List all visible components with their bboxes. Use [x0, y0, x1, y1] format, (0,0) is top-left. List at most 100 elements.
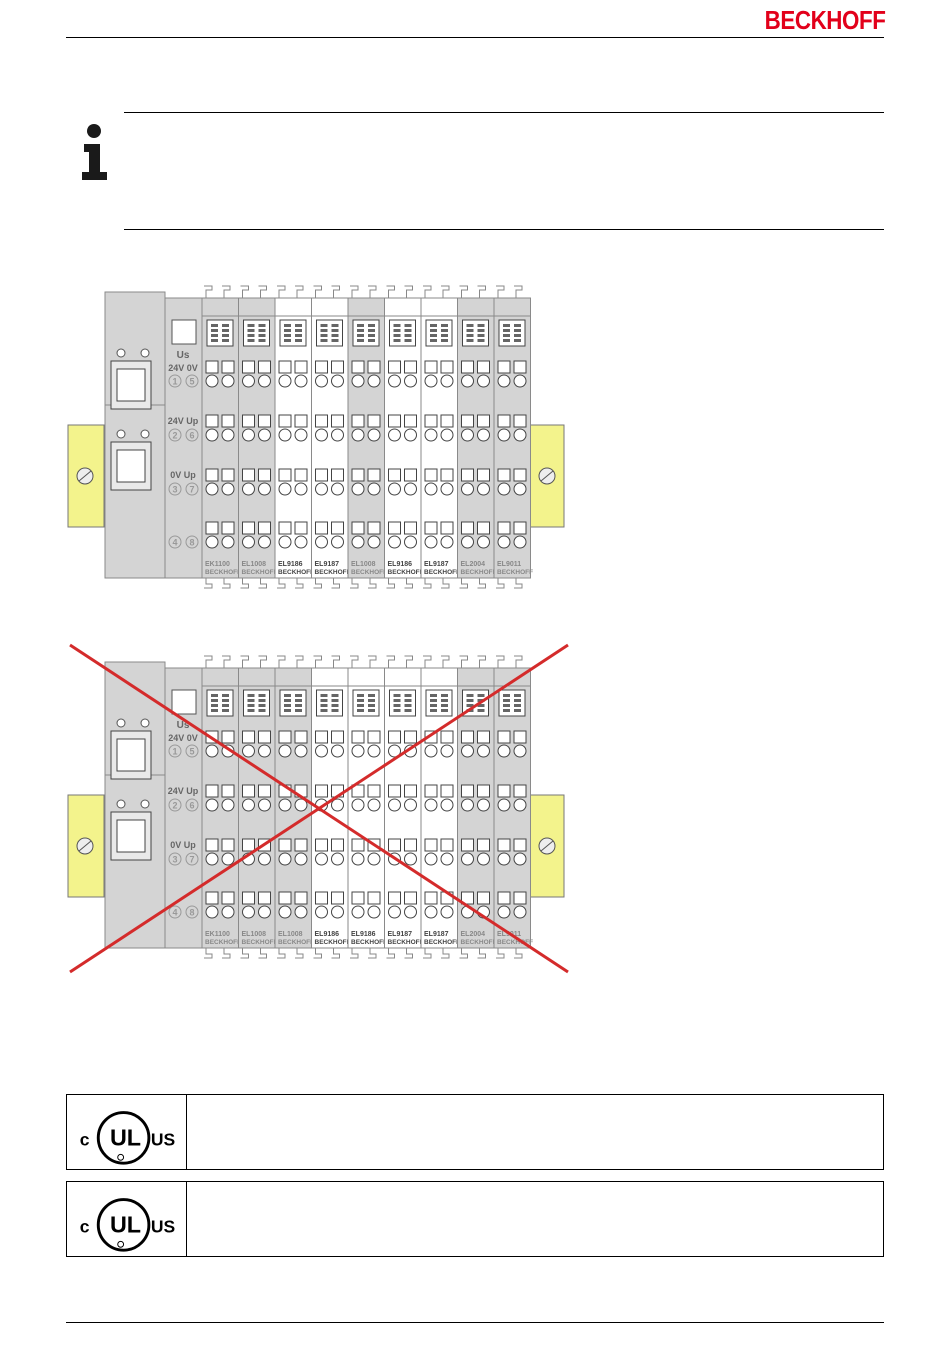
wire-entry	[331, 374, 344, 388]
terminal-number-circle	[185, 852, 199, 866]
terminal-number: 3	[172, 855, 177, 865]
module-led-block	[425, 689, 453, 717]
spring-release-slot	[424, 468, 438, 482]
module-led	[320, 334, 328, 337]
module-latch	[386, 285, 413, 298]
spring-release-slot	[242, 521, 255, 535]
spring-release-slot	[424, 414, 438, 428]
module-brand-label: BECKHOFF	[315, 569, 351, 576]
module-latch	[240, 655, 267, 668]
module-latch	[496, 655, 523, 668]
spring-release-slot	[404, 521, 417, 535]
terminal-number: 8	[189, 538, 194, 548]
wire-entry	[513, 535, 527, 549]
module-led	[331, 704, 339, 707]
module-led	[211, 339, 218, 342]
spring-release-slot	[315, 891, 328, 905]
module-led	[393, 334, 401, 337]
module-brand-label: BECKHOFF	[278, 939, 314, 946]
info-icon	[82, 124, 107, 180]
terminal-number-circle	[185, 798, 199, 812]
module-led	[441, 329, 448, 332]
spring-release-slot	[315, 730, 328, 744]
spring-release-slot	[294, 730, 308, 744]
module-led	[430, 334, 437, 337]
spring-release-slot	[497, 414, 511, 428]
spring-release-slot	[388, 784, 401, 798]
wire-entry	[424, 535, 438, 549]
spring-release-slot	[461, 521, 474, 535]
module-led	[295, 694, 302, 697]
module-brand-label: BECKHOFF	[242, 939, 278, 946]
module-brand-label: BECKHOFF	[388, 939, 424, 946]
brand-logo: BECKHOFF	[764, 5, 885, 35]
module-type-label: EL2004	[461, 931, 486, 938]
spring-release-slot	[258, 360, 271, 374]
wire-entry	[242, 744, 255, 758]
spring-release-slot	[294, 521, 308, 535]
module-latch	[313, 578, 340, 589]
module-led	[357, 334, 364, 337]
module-led	[514, 339, 521, 342]
wire-entry	[477, 798, 490, 812]
wire-entry	[351, 744, 365, 758]
spring-release-slot	[513, 784, 527, 798]
module-led	[368, 334, 375, 337]
module-latch	[350, 948, 377, 959]
spring-release-slot	[388, 521, 401, 535]
wire-entry	[205, 428, 219, 442]
module-led	[222, 334, 229, 337]
wire-entry	[424, 482, 438, 496]
terminal-number-circle	[185, 535, 199, 549]
approval-box-2: c UL US	[66, 1181, 884, 1257]
spring-release-slot	[367, 521, 381, 535]
module-led	[514, 699, 521, 702]
module-led	[430, 709, 437, 712]
module-led	[441, 694, 448, 697]
wire-entry	[205, 482, 219, 496]
module-type-label: EL1008	[242, 931, 267, 938]
wire-entry	[331, 482, 344, 496]
module-led	[514, 324, 521, 327]
module-type-label: EL1008	[242, 561, 267, 568]
wire-entry	[258, 905, 271, 919]
module-type-label: EL1008	[278, 931, 303, 938]
spring-release-slot	[497, 891, 511, 905]
module-led	[211, 329, 218, 332]
supply-label-0v-up: 0V Up	[170, 840, 196, 850]
spring-release-slot	[278, 730, 292, 744]
wire-entry	[440, 852, 454, 866]
spring-release-slot	[513, 838, 527, 852]
spring-release-slot	[221, 784, 235, 798]
module-led	[441, 339, 448, 342]
wire-entry	[388, 374, 401, 388]
spring-release-slot	[221, 521, 235, 535]
wire-entry	[205, 798, 219, 812]
wire-entry	[513, 744, 527, 758]
module-led	[284, 334, 291, 337]
module-led	[331, 329, 339, 332]
wire-entry	[221, 374, 235, 388]
spring-release-slot	[497, 360, 511, 374]
module-led	[320, 339, 328, 342]
spring-release-slot	[461, 414, 474, 428]
module-latch	[386, 578, 413, 589]
module-led	[477, 704, 485, 707]
spring-release-slot	[461, 838, 474, 852]
wire-entry	[351, 852, 365, 866]
module-latch	[423, 655, 450, 668]
wire-entry	[315, 535, 328, 549]
spring-release-slot	[258, 730, 271, 744]
module-brand-label: BECKHOFF	[424, 939, 460, 946]
spring-release-slot	[461, 360, 474, 374]
module-led	[222, 324, 229, 327]
terminal-number: 1	[172, 747, 177, 757]
terminal-number-circle	[168, 535, 182, 549]
status-led	[140, 718, 150, 728]
spring-release-slot	[404, 360, 417, 374]
spring-release-slot	[367, 414, 381, 428]
spring-release-slot	[461, 784, 474, 798]
module-brand-label: BECKHOFF	[315, 939, 351, 946]
terminal-number-circle	[185, 905, 199, 919]
spring-release-slot	[242, 468, 255, 482]
